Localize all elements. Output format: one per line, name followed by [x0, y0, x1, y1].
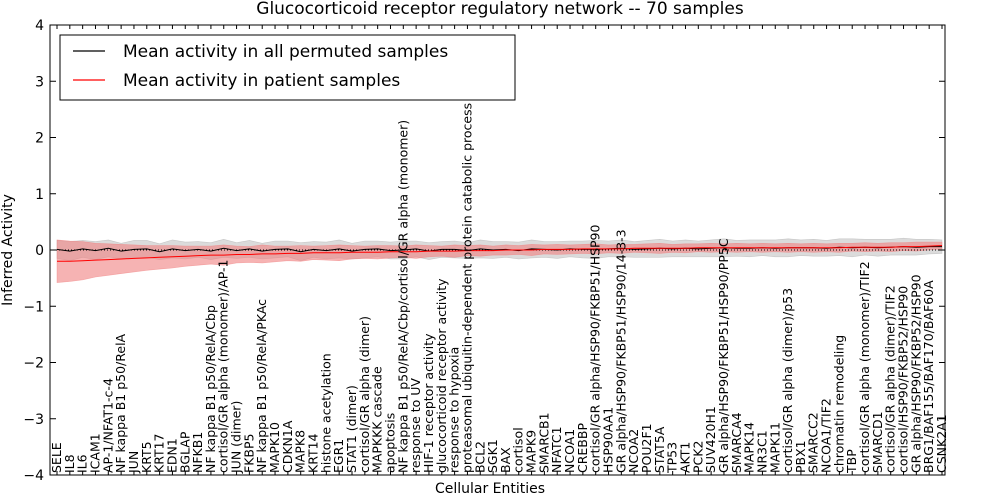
- x-tick-label: MAPK8: [293, 430, 308, 473]
- x-tick-label: HIF-1 receptor activity: [421, 333, 436, 473]
- x-tick-label: AKT1: [678, 442, 693, 473]
- x-tick-label: KRT14: [306, 433, 321, 473]
- x-tick-label: SMARCB1: [536, 412, 551, 473]
- x-tick-label: MAPK14: [742, 422, 757, 473]
- x-tick-label: cortisol/GR alpha/HSP90/FKBP51/HSP90: [588, 224, 603, 473]
- x-tick-label: NFATC1: [549, 426, 564, 473]
- x-tick-label: apoptosis: [383, 413, 398, 473]
- legend-box: [59, 34, 516, 101]
- x-tick-label: BRG1/BAF155/BAF170/BAF60A: [921, 280, 936, 473]
- x-tick-label: JUN (dimer): [229, 401, 244, 474]
- x-tick-label: NCOA1: [562, 429, 577, 473]
- x-tick-label: cortisol/GR alpha (monomer)/AP-1: [216, 260, 231, 474]
- x-tick-label: SUV420H1: [703, 406, 718, 473]
- x-tick-label: TP53: [665, 442, 680, 474]
- x-tick-label: HSP90AA1: [601, 407, 616, 473]
- x-tick-label: MAPK9: [524, 430, 539, 473]
- y-axis-label: Inferred Activity: [0, 194, 16, 306]
- x-tick-label: CSNK2A1: [934, 414, 949, 473]
- x-tick-label: cortisol: [511, 427, 526, 473]
- x-tick-label: proteasomal ubiquitin-dependent protein …: [459, 103, 474, 473]
- x-tick-label: response to hypoxia: [447, 347, 462, 473]
- x-tick-label: PBX1: [793, 440, 808, 473]
- x-tick-label: BAX: [498, 447, 513, 473]
- x-tick-label: NCOA2: [626, 429, 641, 473]
- x-tick-label: EDN1: [164, 438, 179, 473]
- x-tick-label: NF kappa B1 p50/RelA/Cbp/cortisol/GR alp…: [395, 120, 410, 473]
- x-tick-label: ICAM1: [88, 433, 103, 473]
- x-tick-label: response to UV: [408, 378, 423, 473]
- x-tick-label: cortisol/GR alpha (monomer)/TIF2: [857, 261, 872, 473]
- y-tick-label: 3: [35, 74, 44, 90]
- x-tick-label: MAPKKK cascade: [370, 366, 385, 473]
- x-tick-label: SMARCA4: [729, 412, 744, 473]
- y-tick-label: −1: [23, 299, 44, 315]
- x-tick-label: PCK2: [690, 441, 705, 473]
- x-tick-label: cortisol/GR alpha (dimer): [357, 316, 372, 473]
- x-tick-label: histone acetylation: [318, 353, 333, 473]
- series-1-line: [57, 245, 943, 262]
- y-tick-label: 0: [35, 243, 44, 259]
- legend-label-1: Mean activity in patient samples: [123, 71, 400, 91]
- x-tick-label: KRT5: [139, 441, 154, 473]
- x-tick-label: NCOA1/TIF2: [819, 398, 834, 473]
- x-tick-label: JUN: [126, 451, 141, 474]
- x-tick-label: NF kappa B1 p50/RelA/PKAc: [254, 299, 269, 473]
- y-tick-label: −3: [23, 412, 44, 428]
- x-tick-label: BCL2: [472, 441, 487, 473]
- x-tick-label: TBP: [844, 449, 859, 474]
- x-tick-label: NFKB1: [190, 432, 205, 473]
- y-tick-label: 4: [35, 18, 44, 34]
- x-tick-label: cortisol/GR alpha (dimer)/TIF2: [883, 285, 898, 473]
- x-tick-label: NF kappa B1 p50/RelA/Cbp: [203, 305, 218, 473]
- x-tick-label: SMARCC2: [806, 412, 821, 473]
- x-tick-label: STAT1 (dimer): [344, 385, 359, 473]
- x-tick-label: MAPK10: [267, 422, 282, 473]
- x-tick-label: chromatin remodeling: [831, 335, 846, 473]
- y-tick-label: −4: [23, 468, 44, 484]
- x-tick-label: GR alpha/HSP90/FKBP51/HSP90/14-3-3: [613, 229, 628, 473]
- x-tick-label: glucocorticoid receptor activity: [434, 278, 449, 473]
- x-tick-label: KRT17: [152, 433, 167, 473]
- x-tick-label: SMARCD1: [870, 411, 885, 473]
- x-tick-label: SGK1: [485, 439, 500, 473]
- x-tick-label: GR alpha/HSP90/FKBP52/HSP90: [908, 274, 923, 473]
- x-tick-label: NF kappa B1 p50/RelA: [113, 333, 128, 473]
- y-tick-label: 2: [35, 131, 44, 147]
- legend: Mean activity in all permuted samplesMea…: [59, 34, 516, 101]
- x-tick-label: STAT5A: [652, 426, 667, 473]
- x-tick-label: AP-1/NFAT1-c-4: [100, 378, 115, 473]
- y-tick-label: −2: [23, 356, 44, 372]
- x-tick-label: EGR1: [331, 439, 346, 473]
- x-tick-label: POU2F1: [639, 423, 654, 473]
- x-tick-label: MAPK11: [767, 422, 782, 473]
- x-tick-label: cortisol/HSP90/FKBP52/HSP90: [896, 286, 911, 473]
- x-axis-label: Cellular Entities: [435, 481, 545, 497]
- legend-label-0: Mean activity in all permuted samples: [123, 42, 448, 62]
- chart-title: Glucocorticoid receptor regulatory netwo…: [256, 0, 744, 19]
- x-tick-label: IL8: [62, 454, 77, 473]
- x-tick-label: SELE: [49, 442, 64, 473]
- x-tick-label: GR alpha/HSP90/FKBP51/HSP90/PP5C: [716, 238, 731, 473]
- x-tick-label: cortisol/GR alpha (dimer)/p53: [780, 288, 795, 473]
- y-tick-label: 1: [35, 187, 44, 203]
- x-tick-label: NR3C1: [754, 430, 769, 473]
- x-tick-label: BGLAP: [177, 431, 192, 473]
- x-tick-label: IL6: [75, 454, 90, 473]
- x-tick-label: CDKN1A: [280, 420, 295, 473]
- x-tick-label: CREBBP: [575, 423, 590, 473]
- x-tick-label: FKBP5: [241, 434, 256, 473]
- series-1-band: [56, 239, 943, 283]
